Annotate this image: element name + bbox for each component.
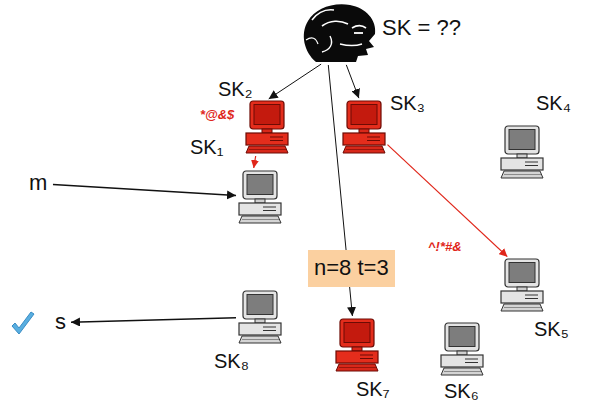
parameter-label: n=8 t=3: [314, 256, 389, 280]
edge-label: *@&$: [200, 108, 234, 122]
value-label: m: [29, 171, 47, 195]
corrupt-share-arrow: [387, 145, 507, 257]
attack-arrow: [269, 64, 321, 99]
key-share-label: SK₈: [214, 350, 249, 372]
corrupt-share-arrow: [254, 156, 256, 168]
computer-node: SK₄: [500, 125, 544, 179]
key-share-label: SK₇: [356, 378, 390, 400]
computer-icon: [441, 323, 483, 375]
computer-node: SK₅: [500, 258, 544, 312]
computer-icon: [501, 259, 543, 311]
message-node: m: [26, 168, 51, 199]
attacker-node: SK = ??: [300, 5, 376, 63]
key-share-label: SK₂: [218, 78, 252, 100]
computer-node: SK₁: [238, 170, 282, 224]
message-arrow: [53, 184, 236, 195]
key-share-label: SK₅: [534, 318, 569, 340]
computer-icon: [239, 171, 281, 223]
compromised-computer: [246, 101, 288, 153]
computer-node: SK₇: [335, 318, 379, 372]
computer-icon: [239, 291, 281, 343]
signature-node: s: [52, 307, 69, 338]
key-query-label: SK = ??: [382, 16, 461, 40]
checkmark-symbol: [12, 312, 34, 334]
compromised-computer: [336, 319, 378, 371]
value-label: s: [55, 310, 66, 334]
computer-icon: [501, 126, 543, 178]
attacker-icon: [304, 4, 375, 62]
edge-label: ^!*#&: [428, 240, 462, 254]
computer-node: SK₂: [245, 100, 289, 154]
signature-arrow: [71, 318, 236, 323]
computer-node: SK₈: [238, 290, 282, 344]
parameter-box: n=8 t=3: [308, 250, 395, 287]
computer-node: SK₆: [440, 322, 484, 376]
computer-node: SK₃: [342, 100, 386, 154]
attack-arrow: [346, 65, 359, 98]
key-share-label: SK₆: [444, 380, 479, 402]
key-share-label: SK₄: [536, 92, 571, 114]
key-share-label: SK₁: [190, 136, 223, 158]
key-share-label: SK₃: [390, 92, 425, 114]
compromised-computer: [343, 101, 385, 153]
